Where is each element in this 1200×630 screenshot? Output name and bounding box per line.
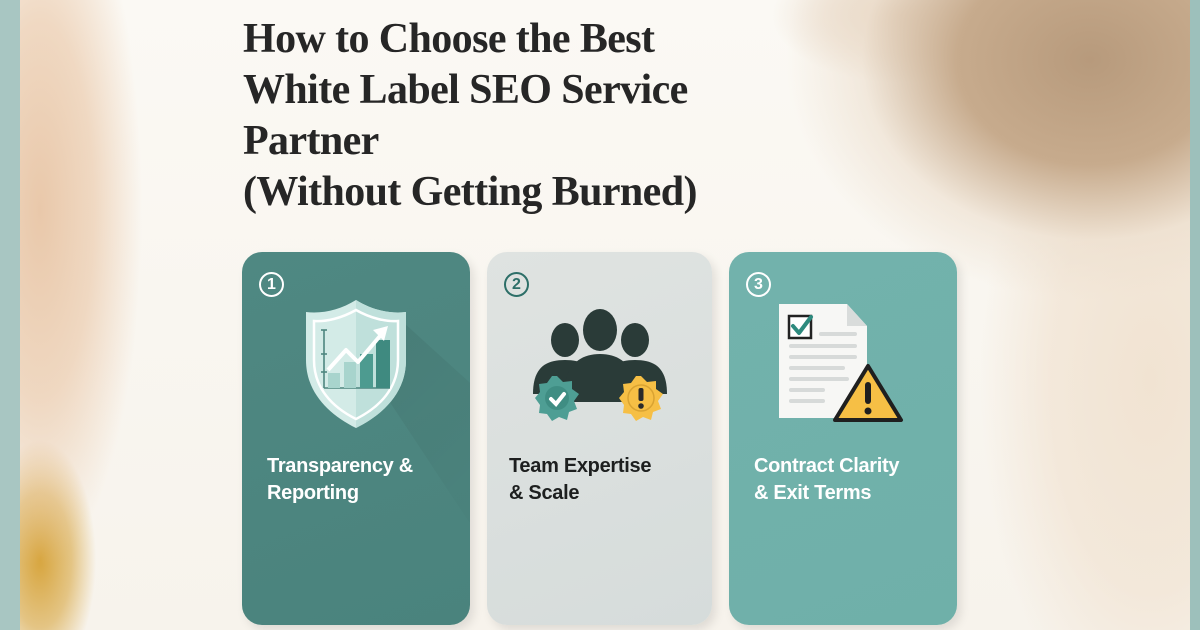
card-label-line: & Exit Terms <box>754 482 872 504</box>
left-edge-stripe <box>0 0 20 630</box>
title-line: Partner <box>243 118 379 164</box>
team-badges-icon <box>527 306 673 431</box>
card-label-line: Contract Clarity <box>754 455 900 477</box>
card-label-line: Reporting <box>267 482 359 504</box>
card-label: Contract Clarity & Exit Terms <box>754 453 945 507</box>
card-label: Team Expertise & Scale <box>509 453 700 507</box>
title-line: White Label SEO Service <box>243 67 688 113</box>
shield-chart-icon <box>302 296 410 437</box>
contract-warning-icon <box>775 302 905 432</box>
title-line: How to Choose the Best <box>243 16 655 62</box>
card-label: Transparency & Reporting <box>267 453 458 507</box>
card-team-expertise-scale: 2 Team Ex <box>487 252 712 625</box>
card-label-line: Transparency & <box>267 455 413 477</box>
step-number-badge: 1 <box>259 272 284 297</box>
page-title: How to Choose the Best White Label SEO S… <box>243 14 763 218</box>
step-number-badge: 3 <box>746 272 771 297</box>
card-label-line: Team Expertise <box>509 455 652 477</box>
card-label-line: & Scale <box>509 482 580 504</box>
right-edge-stripe <box>1190 0 1200 630</box>
step-number-badge: 2 <box>504 272 529 297</box>
title-line: (Without Getting Burned) <box>243 169 697 215</box>
card-transparency-reporting: 1 Transparency & Reporting <box>242 252 470 625</box>
card-contract-clarity-exit-terms: 3 Contract Clarity & Exit Terms <box>729 252 957 625</box>
